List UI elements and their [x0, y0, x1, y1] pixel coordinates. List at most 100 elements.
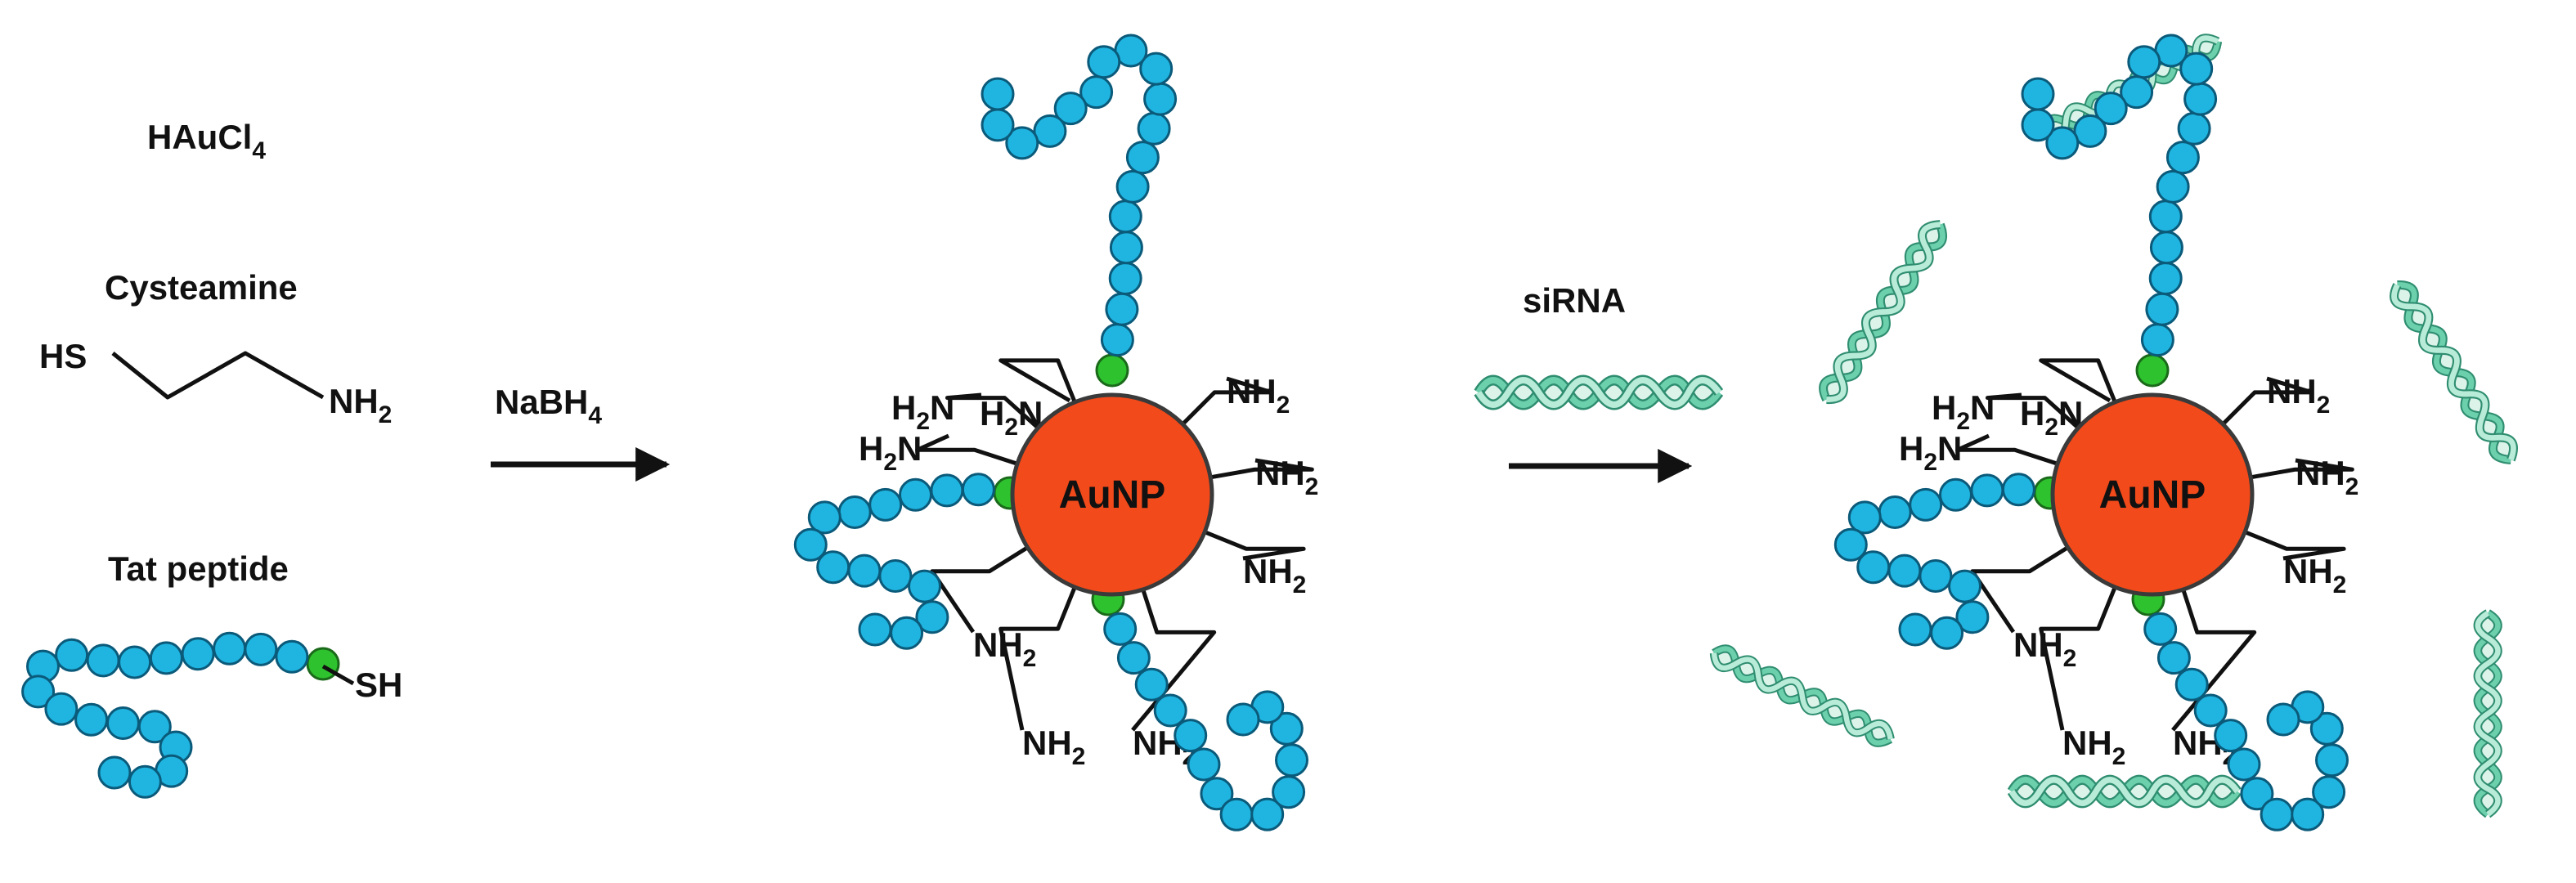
- cysteamine-ligand: [2039, 358, 2117, 403]
- peptide-bead: [1100, 323, 1134, 357]
- cysteamine-ligand: [2244, 530, 2346, 561]
- sirna-helix-icon: [1818, 219, 1949, 406]
- amine-label: NH2: [1227, 372, 1290, 419]
- cysteamine-title: Cysteamine: [105, 268, 298, 307]
- cysteamine-ligand: [999, 586, 1077, 731]
- peptide-bead: [2001, 473, 2035, 507]
- peptide-bead: [128, 764, 162, 799]
- peptide-bead: [1930, 616, 1964, 650]
- peptide-bead: [2148, 262, 2183, 295]
- cysteamine-structure: HS NH2: [39, 337, 392, 428]
- peptide-bead: [1847, 500, 1882, 535]
- amine-label: NH2: [1022, 724, 1085, 770]
- peptide-bead: [1109, 231, 1143, 265]
- gold-nanoparticle-icon: [2050, 392, 2255, 597]
- sirna-helix-icon: [1479, 380, 1719, 405]
- peptide-bead: [1856, 550, 1891, 585]
- peptide-bead: [1226, 702, 1260, 737]
- peptide-bead: [2140, 323, 2174, 357]
- peptide-bead: [2094, 92, 2128, 126]
- cysteamine-ligand: [930, 545, 1029, 634]
- peptide-bead: [1087, 45, 1121, 79]
- peptide-bead: [21, 675, 56, 709]
- peptide-bead: [2021, 108, 2055, 142]
- peptide-bead: [1219, 797, 1254, 831]
- peptide-bead: [97, 755, 132, 790]
- cysteamine-amine-label: NH2: [329, 382, 392, 428]
- amine-label: H2N: [1932, 388, 1995, 435]
- peptide-bead: [2315, 743, 2349, 778]
- cysteamine-ligand: [999, 358, 1077, 403]
- peptide-bead: [1105, 292, 1139, 326]
- peptide-bead: [149, 641, 183, 675]
- peptide-bead: [2291, 797, 2325, 831]
- peptide-bead: [868, 487, 903, 522]
- peptide-bead: [878, 559, 913, 593]
- sirna-label: siRNA: [1523, 281, 1626, 320]
- peptide-bead: [1970, 473, 2004, 508]
- peptide-bead: [1134, 667, 1169, 701]
- cysteamine-ligand: [1181, 376, 1274, 426]
- peptide-bead: [2227, 747, 2261, 782]
- peptide-bead: [1139, 52, 1174, 86]
- cysteamine-ligand: [1204, 530, 1306, 561]
- amine-label: NH2: [2013, 625, 2076, 672]
- nanoparticle-label: AuNP: [2099, 473, 2206, 517]
- peptide-bead: [1272, 775, 1306, 809]
- peptide-bead: [793, 527, 828, 562]
- peptide-bead: [2073, 114, 2107, 148]
- peptide-bead: [1153, 693, 1187, 728]
- nanoparticle-label: AuNP: [1059, 473, 1166, 517]
- peptide-bead: [1833, 527, 1868, 562]
- amine-label: NH2: [1255, 454, 1318, 500]
- peptide-bead: [74, 702, 109, 737]
- amine-label: NH2: [2296, 454, 2358, 500]
- peptide-bead: [1269, 711, 1304, 746]
- peptide-bead: [2148, 199, 2183, 234]
- peptide-bead: [2183, 82, 2218, 116]
- sirna-helix-icon: [2012, 780, 2237, 804]
- sirna-helix-icon: [2389, 280, 2520, 466]
- peptide-bead: [137, 710, 172, 744]
- peptide-bead: [915, 600, 949, 634]
- peptide-bead: [181, 637, 215, 671]
- amine-label: NH2: [2283, 552, 2346, 598]
- tat-thiol-label: SH: [355, 666, 402, 704]
- peptide-bead: [2177, 111, 2211, 146]
- peptide-bead: [890, 616, 924, 650]
- cysteamine-ligand: [1970, 545, 2069, 634]
- amine-label: NH2: [973, 625, 1036, 672]
- peptide-bead: [1079, 75, 1114, 110]
- thiol-linker-bead: [2135, 353, 2170, 388]
- cysteamine-ligand: [2221, 376, 2314, 426]
- peptide-bead: [1187, 747, 1221, 782]
- peptide-bead: [118, 645, 152, 679]
- peptide-bead: [2266, 702, 2300, 737]
- peptide-bead: [2214, 719, 2248, 753]
- tat-peptide-title: Tat peptide: [108, 549, 289, 588]
- peptide-bead: [2149, 231, 2183, 265]
- peptide-bead: [858, 612, 892, 647]
- amine-label: NH2: [2062, 724, 2125, 770]
- peptide-bead: [1887, 554, 1922, 588]
- gold-salt-label: HAuCl4: [147, 118, 266, 164]
- cysteamine-ligand: [1209, 458, 1314, 480]
- sirna-helix-icon: [1710, 644, 1895, 748]
- amine-label: H2N: [859, 429, 922, 476]
- thiol-linker-bead: [1095, 353, 1129, 388]
- peptide-bead: [899, 477, 932, 512]
- peptide-bead: [2156, 641, 2191, 675]
- peptide-bead: [1108, 199, 1142, 234]
- peptide-bead: [2309, 711, 2344, 746]
- cysteamine-ligand: [1985, 392, 2080, 430]
- peptide-bead: [2179, 52, 2214, 86]
- peptide-bead: [275, 639, 309, 674]
- peptide-bead: [2143, 612, 2178, 646]
- peptide-bead: [1143, 82, 1178, 116]
- sirna-helix-icon: [2478, 613, 2498, 814]
- peptide-bead: [847, 554, 882, 588]
- peptide-bead: [1103, 612, 1138, 646]
- cysteamine-ligand: [1955, 433, 2058, 466]
- peptide-bead: [2145, 292, 2179, 326]
